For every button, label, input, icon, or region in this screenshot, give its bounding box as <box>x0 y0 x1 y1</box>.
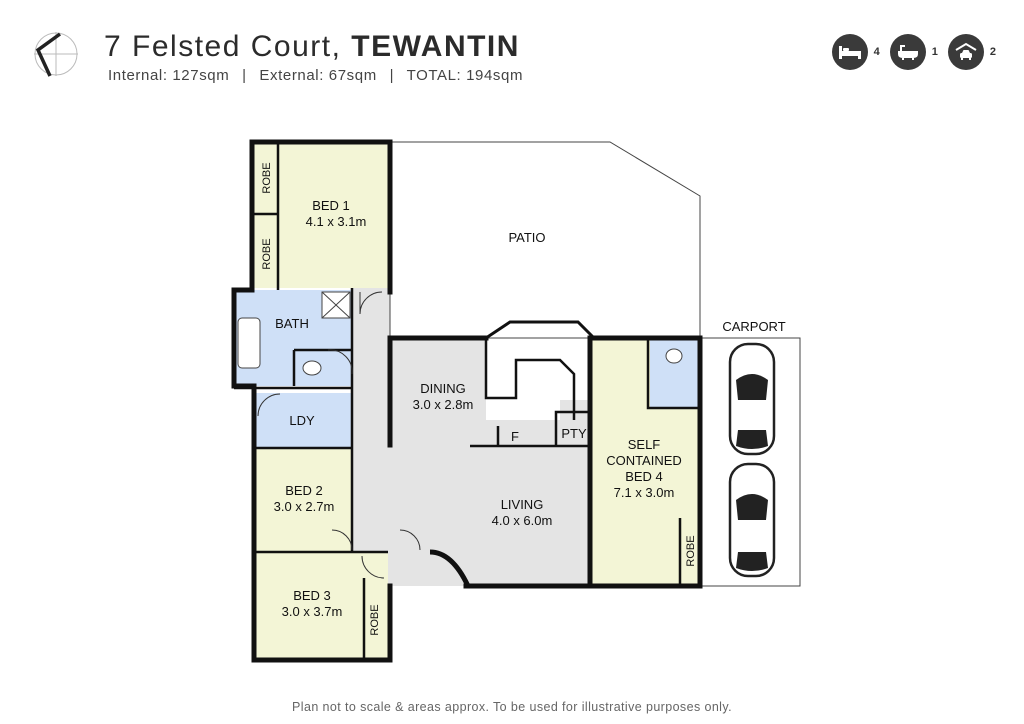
area-summary: Internal: 127sqm | External: 67sqm | TOT… <box>108 67 523 84</box>
dining-name: DINING <box>420 381 466 396</box>
external-area: External: 67sqm <box>259 67 377 84</box>
bed1-robe-top: ROBE <box>261 162 273 193</box>
feature-icons: 4 1 2 <box>831 34 996 70</box>
compass-icon <box>34 32 78 77</box>
living-size: 4.0 x 6.0m <box>492 513 553 528</box>
walls <box>231 139 703 663</box>
beds-count: 4 <box>873 46 880 58</box>
fridge-label: F <box>511 429 519 444</box>
kitchen-fill <box>486 338 590 420</box>
bed1-name: BED 1 <box>312 198 350 213</box>
bed4-line2: CONTAINED <box>606 453 682 468</box>
bed3-robe: ROBE <box>369 604 381 635</box>
laundry-fill <box>256 393 352 447</box>
bed3-fill <box>254 553 388 659</box>
internal-walls <box>234 142 700 660</box>
compass <box>32 28 88 85</box>
toilet <box>302 360 322 376</box>
bathtub-icon <box>889 34 926 70</box>
curved-wall <box>429 549 471 588</box>
bed3-name: BED 3 <box>293 588 331 603</box>
cars-feature: 2 <box>947 34 996 70</box>
cars-count: 2 <box>989 46 996 58</box>
disclaimer: Plan not to scale & areas approx. To be … <box>292 700 732 714</box>
bed1-robe-bottom: ROBE <box>261 238 273 269</box>
living-name: LIVING <box>501 497 544 512</box>
patio-label: PATIO <box>508 230 545 245</box>
bed2-name: BED 2 <box>285 483 323 498</box>
baths-count: 1 <box>931 46 938 58</box>
car-1 <box>728 342 776 456</box>
carport-label: CARPORT <box>722 319 785 334</box>
bed3-size: 3.0 x 3.7m <box>282 604 343 619</box>
garage-icon <box>947 34 984 70</box>
internal-area: Internal: 127sqm <box>108 67 230 84</box>
bathtub <box>237 317 261 369</box>
car-2 <box>728 462 776 578</box>
bed1-size: 4.1 x 3.1m <box>306 214 367 229</box>
bed-icon <box>831 34 868 70</box>
laundry-label: LDY <box>289 413 315 428</box>
separator: | <box>389 67 395 84</box>
bed4-size: 7.1 x 3.0m <box>614 485 675 500</box>
hall-fill <box>352 288 390 584</box>
bed4-line3: BED 4 <box>625 469 663 484</box>
dining-size: 3.0 x 2.8m <box>413 397 474 412</box>
bed2-fill <box>254 448 352 552</box>
total-area: TOTAL: 194sqm <box>406 67 524 84</box>
bed2-size: 3.0 x 2.7m <box>274 499 335 514</box>
separator: | <box>242 67 247 84</box>
pantry-label: PTY <box>561 426 587 441</box>
bed4-robe: ROBE <box>685 535 697 566</box>
page-title: 7 Felsted Court, TEWANTIN <box>104 30 520 64</box>
baths-feature: 1 <box>889 34 938 70</box>
patio-outline <box>389 141 701 339</box>
door-swings <box>257 291 421 579</box>
bath-label: BATH <box>275 316 309 331</box>
bed4-line1: SELF <box>628 437 661 452</box>
title-suburb: TEWANTIN <box>351 30 520 63</box>
bay-window <box>485 320 596 340</box>
ensuite-toilet <box>665 348 683 364</box>
beds-feature: 4 <box>831 34 880 70</box>
title-street: 7 Felsted Court, <box>104 30 342 63</box>
